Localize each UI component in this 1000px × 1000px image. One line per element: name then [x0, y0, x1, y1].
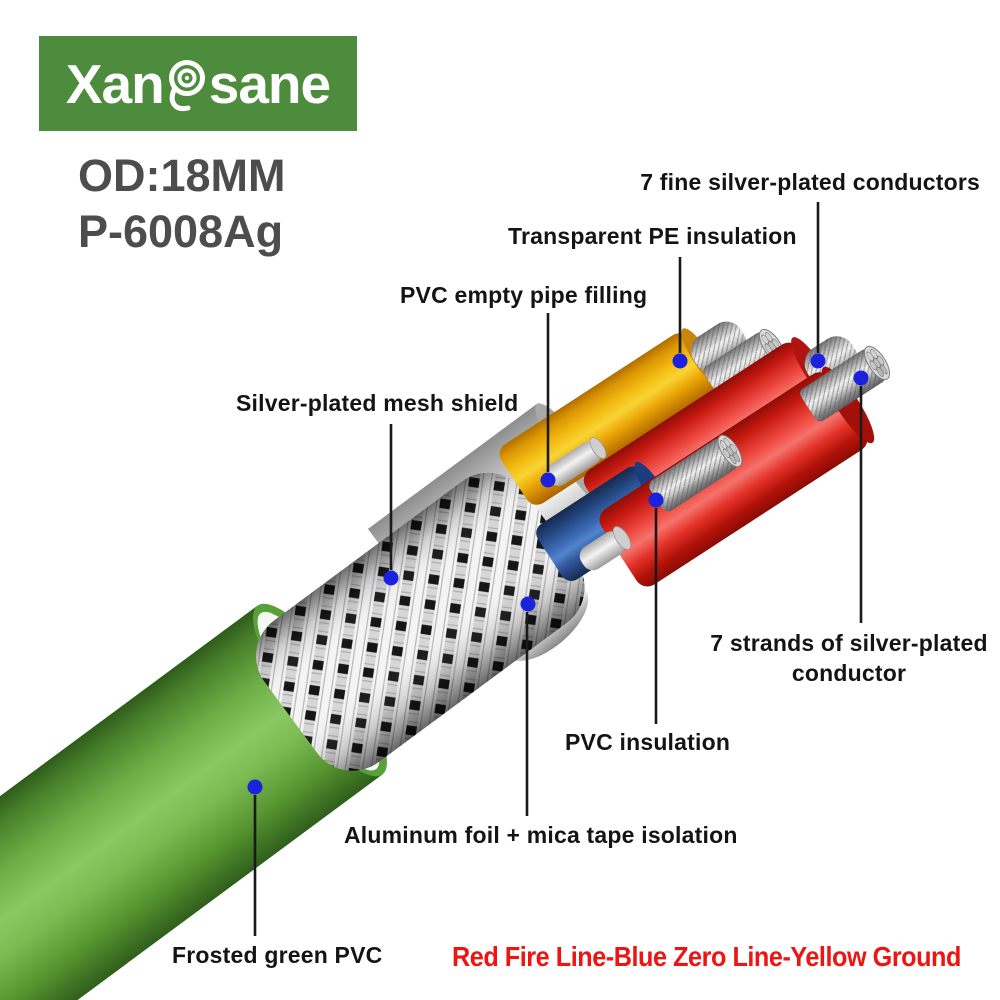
marker-dot-foil-mica [520, 596, 536, 612]
marker-dot-pipe-filling [540, 472, 556, 488]
leader-lines [253, 202, 863, 936]
marker-dot-pvc-insulation [648, 492, 664, 508]
mesh-shield-braid [256, 472, 585, 771]
marker-dot-7-strands [853, 370, 869, 386]
pvc-filler-tube-upper [546, 437, 607, 486]
marker-dot-fine-conductors [810, 353, 826, 369]
red-lower-conductor-tip [800, 345, 891, 422]
pvc-filler-tube-lower [579, 526, 632, 571]
marker-dots [247, 353, 869, 795]
marker-dot-mesh-shield [383, 570, 399, 586]
blue-wire-conductor [649, 434, 743, 512]
frosted-green-pvc-jacket [0, 605, 383, 1000]
marker-dot-frosted-pvc [247, 779, 263, 795]
marker-dot-pe-insulation [672, 353, 688, 369]
